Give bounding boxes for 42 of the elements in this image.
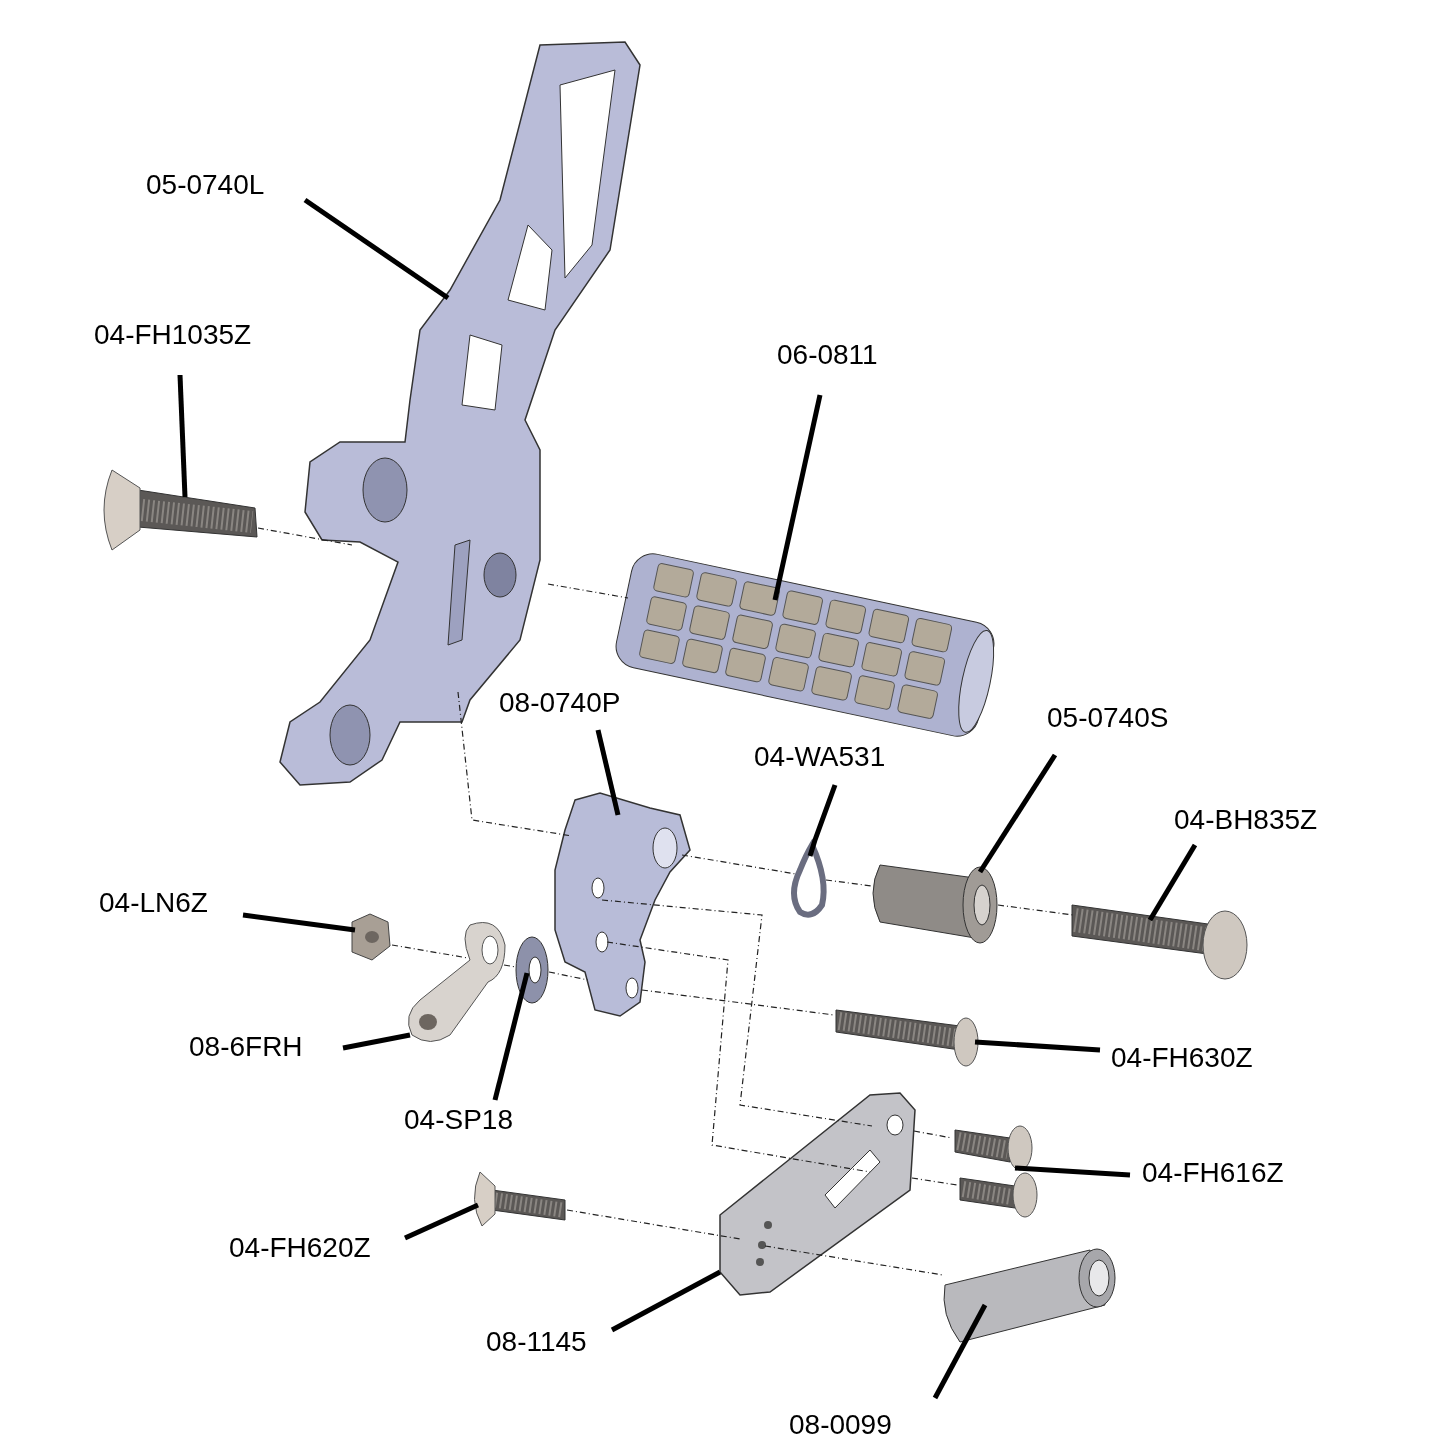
leader-line — [177, 374, 188, 498]
center-line — [825, 879, 873, 887]
part-number: 08-6FRH — [189, 1030, 303, 1064]
center-line — [566, 1209, 741, 1240]
part-number: 04-FH630Z — [1111, 1041, 1253, 1075]
center-line — [601, 899, 873, 1127]
leader-line — [974, 1039, 1101, 1053]
leader-line — [303, 197, 450, 301]
leader-line — [807, 784, 838, 857]
part-number: 08-0099 — [789, 1408, 892, 1442]
leader-line — [772, 394, 823, 601]
part-number: 05-0740S — [1047, 701, 1169, 735]
part-number: 08-1145 — [486, 1325, 587, 1359]
center-line — [548, 971, 589, 981]
center-line — [997, 904, 1074, 916]
center-line — [681, 854, 797, 875]
leader-line — [342, 1032, 411, 1051]
part-number: 04-FH616Z — [1142, 1156, 1284, 1190]
part-number: 06-0811 — [777, 338, 878, 372]
part-number: 04-SP18 — [404, 1103, 513, 1137]
center-line — [641, 989, 835, 1016]
leader-line — [403, 1202, 480, 1241]
part-number: 04-WA531 — [754, 740, 886, 774]
center-line — [391, 944, 469, 959]
leader-line — [977, 753, 1058, 874]
part-number: 05-0740L — [146, 168, 265, 202]
leader-line — [595, 729, 621, 816]
part-number: 04-BH835Z — [1174, 803, 1318, 837]
part-number: 08-0740P — [499, 686, 621, 720]
center-line — [257, 527, 353, 546]
center-line — [547, 583, 629, 599]
part-number: 04-FH620Z — [229, 1231, 371, 1265]
center-line — [911, 1177, 958, 1186]
leader-line — [242, 912, 356, 933]
leader-line — [932, 1303, 988, 1400]
leader-line — [492, 972, 530, 1101]
leader-line — [610, 1269, 722, 1333]
center-line — [503, 964, 517, 968]
center-line — [764, 1245, 944, 1276]
part-number: 04-FH1035Z — [94, 318, 252, 352]
part-number: 04-LN6Z — [99, 886, 208, 920]
leader-line — [1147, 843, 1198, 922]
